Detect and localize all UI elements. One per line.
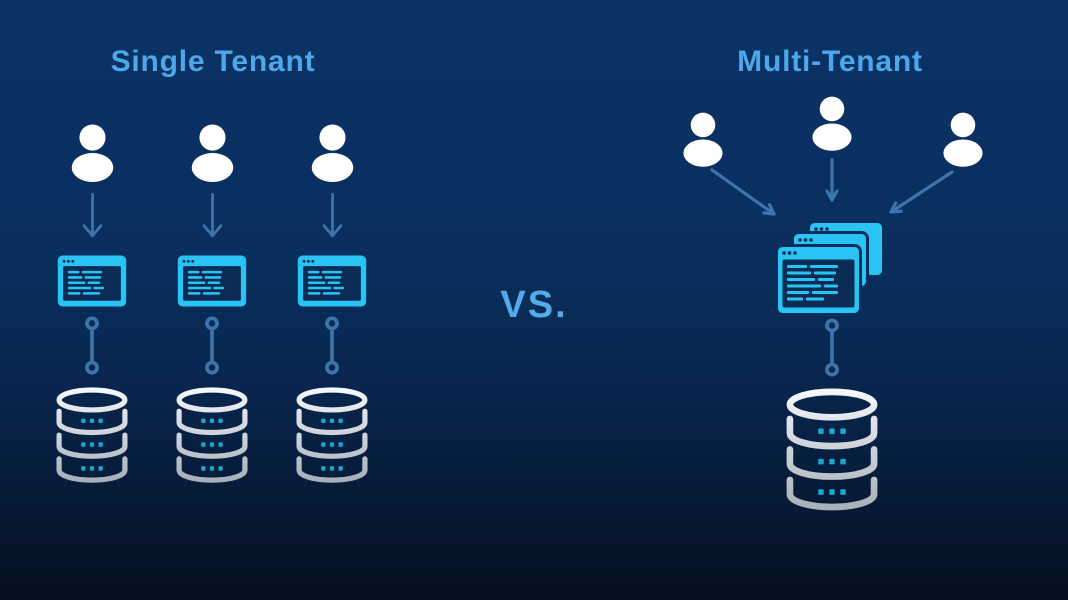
single-tenant-column-3	[290, 124, 374, 484]
user-icon	[71, 124, 114, 182]
user-icon	[311, 124, 354, 182]
database-icon	[292, 387, 372, 484]
app-window-icon	[177, 255, 247, 307]
user-icon	[812, 96, 852, 151]
connector-icon	[200, 316, 224, 375]
converging-arrows-icon	[710, 158, 954, 216]
stacked-windows-icon	[775, 220, 885, 316]
database-icon	[52, 387, 132, 484]
arrow-down-icon	[81, 193, 104, 239]
app-window-icon	[297, 255, 367, 307]
single-tenant-column-1	[50, 124, 134, 484]
connector-icon	[80, 316, 104, 375]
vs-label: VS.	[500, 284, 568, 326]
single-tenant-title: Single Tenant	[110, 45, 316, 78]
connector-icon	[820, 318, 844, 377]
arrow-down-icon	[201, 193, 224, 239]
app-window-icon	[57, 255, 127, 307]
multi-tenant-title: Multi-Tenant	[737, 45, 923, 78]
arrow-down-icon	[321, 193, 344, 239]
single-tenant-column-2	[170, 124, 254, 484]
user-icon	[191, 124, 234, 182]
database-icon	[172, 387, 252, 484]
connector-icon	[320, 316, 344, 375]
database-icon	[781, 388, 883, 512]
